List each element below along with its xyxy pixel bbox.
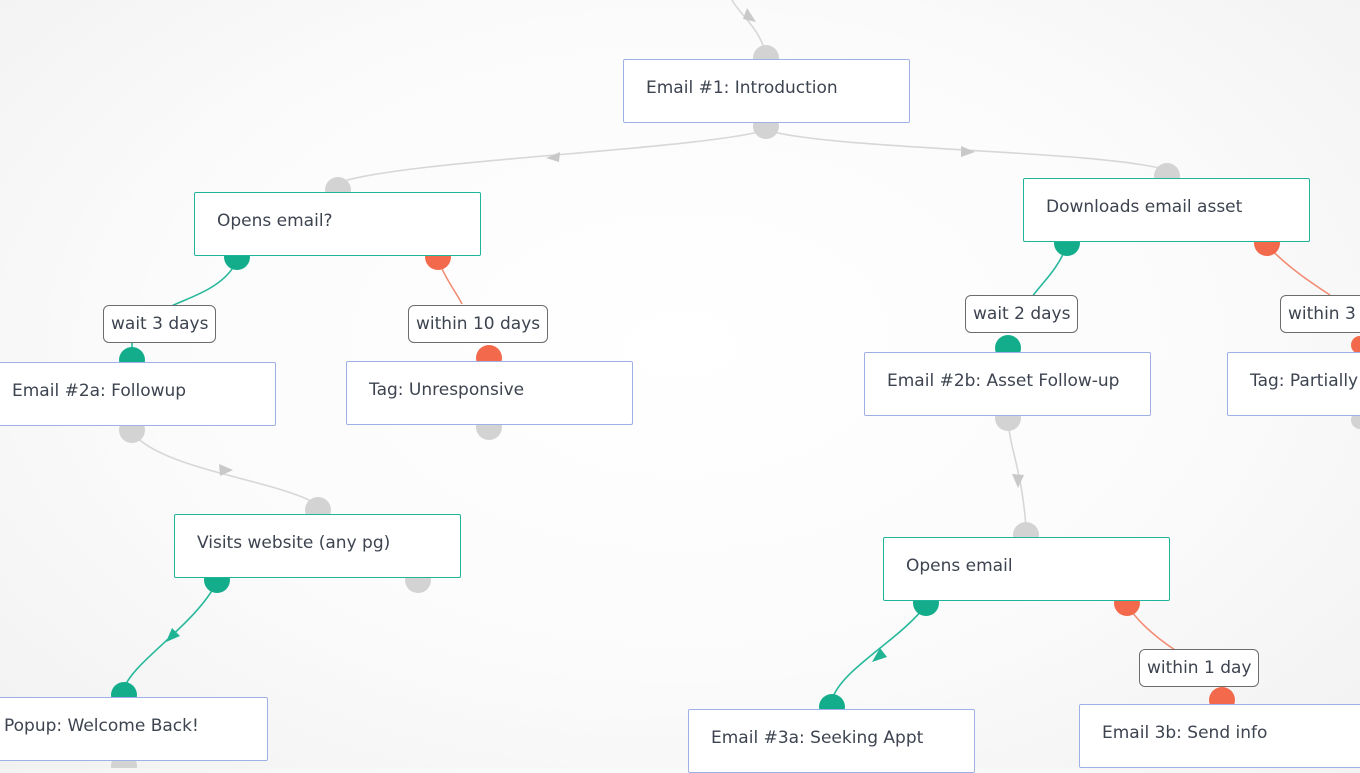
node-email-1-introduction[interactable]: Email #1: Introduction — [623, 59, 910, 123]
arrow-icon — [743, 8, 756, 22]
edge-visits-yes — [123, 581, 218, 689]
delay-label-wait-3-days[interactable]: wait 3 days — [103, 305, 217, 343]
arrow-icon — [219, 464, 233, 476]
edge-2b-to-opens — [1007, 419, 1027, 529]
delay-label-within-10-days[interactable]: within 10 days — [408, 305, 549, 343]
node-opens-email-condition[interactable]: Opens email? — [194, 192, 481, 256]
arrow-icon — [546, 152, 560, 162]
edge-downloads-no — [1266, 244, 1331, 296]
node-email-3a-seeking-appt[interactable]: Email #3a: Seeking Appt — [688, 709, 975, 773]
delay-label-within-1-day[interactable]: within 1 day — [1139, 649, 1260, 687]
arrow-icon — [961, 146, 975, 157]
edge-intro-to-opens — [337, 129, 767, 184]
arrow-icon — [1012, 474, 1024, 488]
node-email-3b-send-info[interactable]: Email 3b: Send info — [1079, 704, 1360, 768]
node-email-2b-asset-followup[interactable]: Email #2b: Asset Follow-up — [864, 352, 1151, 416]
edge-opens-yes — [169, 259, 238, 308]
arrow-icon — [872, 648, 887, 662]
node-popup-welcome-back[interactable]: Popup: Welcome Back! — [0, 697, 268, 761]
node-downloads-email-asset[interactable]: Downloads email asset — [1023, 178, 1310, 242]
arrow-icon — [166, 628, 180, 642]
node-tag-unresponsive[interactable]: Tag: Unresponsive — [346, 361, 633, 425]
node-visits-website[interactable]: Visits website (any pg) — [174, 514, 461, 578]
node-tag-partially[interactable]: Tag: Partially — [1227, 352, 1360, 416]
node-opens-email[interactable]: Opens email — [883, 537, 1170, 601]
connector-dot[interactable] — [1351, 336, 1360, 354]
delay-label-wait-2-days[interactable]: wait 2 days — [965, 295, 1079, 333]
node-email-2a-followup[interactable]: Email #2a: Followup — [0, 362, 276, 426]
delay-label-within-3[interactable]: within 3 — [1280, 295, 1360, 333]
edge-opens2-yes — [831, 604, 927, 701]
